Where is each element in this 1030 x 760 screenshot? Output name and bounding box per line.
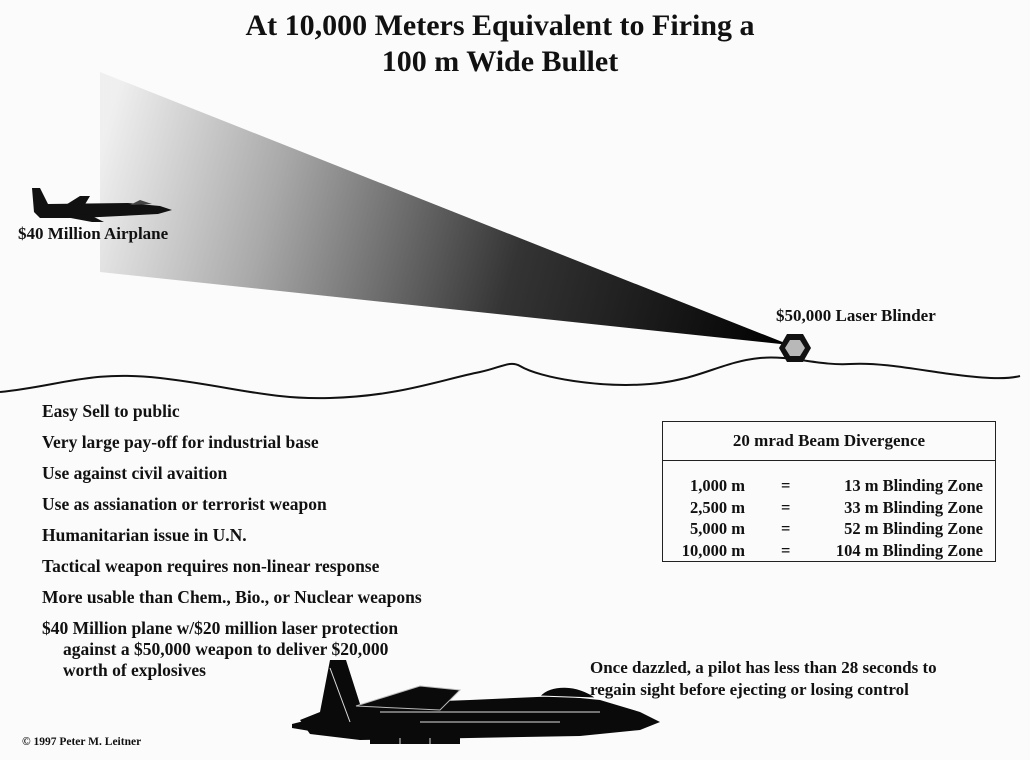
table-row: 10,000 m = 104 m Blinding Zone bbox=[663, 540, 995, 562]
list-item: More usable than Chem., Bio., or Nuclear… bbox=[42, 587, 422, 607]
dazzle-note: Once dazzled, a pilot has less than 28 s… bbox=[590, 657, 937, 701]
dazzle-line-2: regain sight before ejecting or losing c… bbox=[590, 680, 909, 699]
laser-blinder-icon bbox=[779, 334, 811, 362]
ground-line bbox=[0, 356, 1021, 400]
list-item: Easy Sell to public bbox=[42, 401, 180, 421]
table-row: 5,000 m = 52 m Blinding Zone bbox=[663, 518, 995, 540]
zone-cell: 13 m Blinding Zone bbox=[844, 476, 983, 495]
zone-cell: 104 m Blinding Zone bbox=[835, 540, 983, 560]
distance-cell: 5,000 m bbox=[690, 519, 745, 538]
table-header: 20 mrad Beam Divergence bbox=[663, 422, 995, 461]
list-item-continuation: worth of explosives bbox=[63, 660, 206, 680]
list-item-continuation: against a $50,000 weapon to deliver $20,… bbox=[63, 639, 389, 659]
copyright-notice: © 1997 Peter M. Leitner bbox=[22, 736, 142, 748]
list-item: Tactical weapon requires non-linear resp… bbox=[42, 556, 380, 576]
dazzle-line-1: Once dazzled, a pilot has less than 28 s… bbox=[590, 658, 937, 677]
list-item: Use as assianation or terrorist weapon bbox=[42, 494, 327, 514]
distance-cell: 2,500 m bbox=[690, 497, 745, 517]
equals-cell: = bbox=[781, 476, 791, 495]
table-row: 2,500 m = 33 m Blinding Zone bbox=[663, 497, 995, 519]
laser-label: $50,000 Laser Blinder bbox=[776, 306, 936, 325]
list-item: $40 Million plane w/$20 million laser pr… bbox=[42, 617, 422, 680]
list-item: Humanitarian issue in U.N. bbox=[42, 525, 247, 545]
list-item: Very large pay-off for industrial base bbox=[42, 432, 319, 452]
equals-cell: = bbox=[781, 497, 791, 517]
equals-cell: = bbox=[781, 519, 791, 538]
title-line-2: 100 m Wide Bullet bbox=[381, 45, 619, 78]
title-line-1: At 10,000 Meters Equivalent to Firing a bbox=[245, 9, 755, 42]
issues-list: Easy Sell to public Very large pay-off f… bbox=[42, 400, 422, 680]
distance-cell: 10,000 m bbox=[681, 540, 745, 560]
equals-cell: = bbox=[781, 540, 791, 560]
list-item: Use against civil avaition bbox=[42, 463, 228, 483]
zone-cell: 33 m Blinding Zone bbox=[844, 497, 983, 517]
fighter-jet-icon bbox=[292, 660, 660, 744]
page-title: At 10,000 Meters Equivalent to Firing a … bbox=[0, 8, 1000, 80]
distance-cell: 1,000 m bbox=[690, 476, 745, 495]
airplane-label: $40 Million Airplane bbox=[18, 224, 169, 243]
beam-divergence-table: 20 mrad Beam Divergence 1,000 m = 13 m B… bbox=[662, 421, 996, 562]
table-row: 1,000 m = 13 m Blinding Zone bbox=[663, 475, 995, 497]
small-airplane-icon bbox=[32, 188, 172, 222]
zone-cell: 52 m Blinding Zone bbox=[844, 519, 983, 538]
laser-beam-cone bbox=[100, 72, 790, 345]
